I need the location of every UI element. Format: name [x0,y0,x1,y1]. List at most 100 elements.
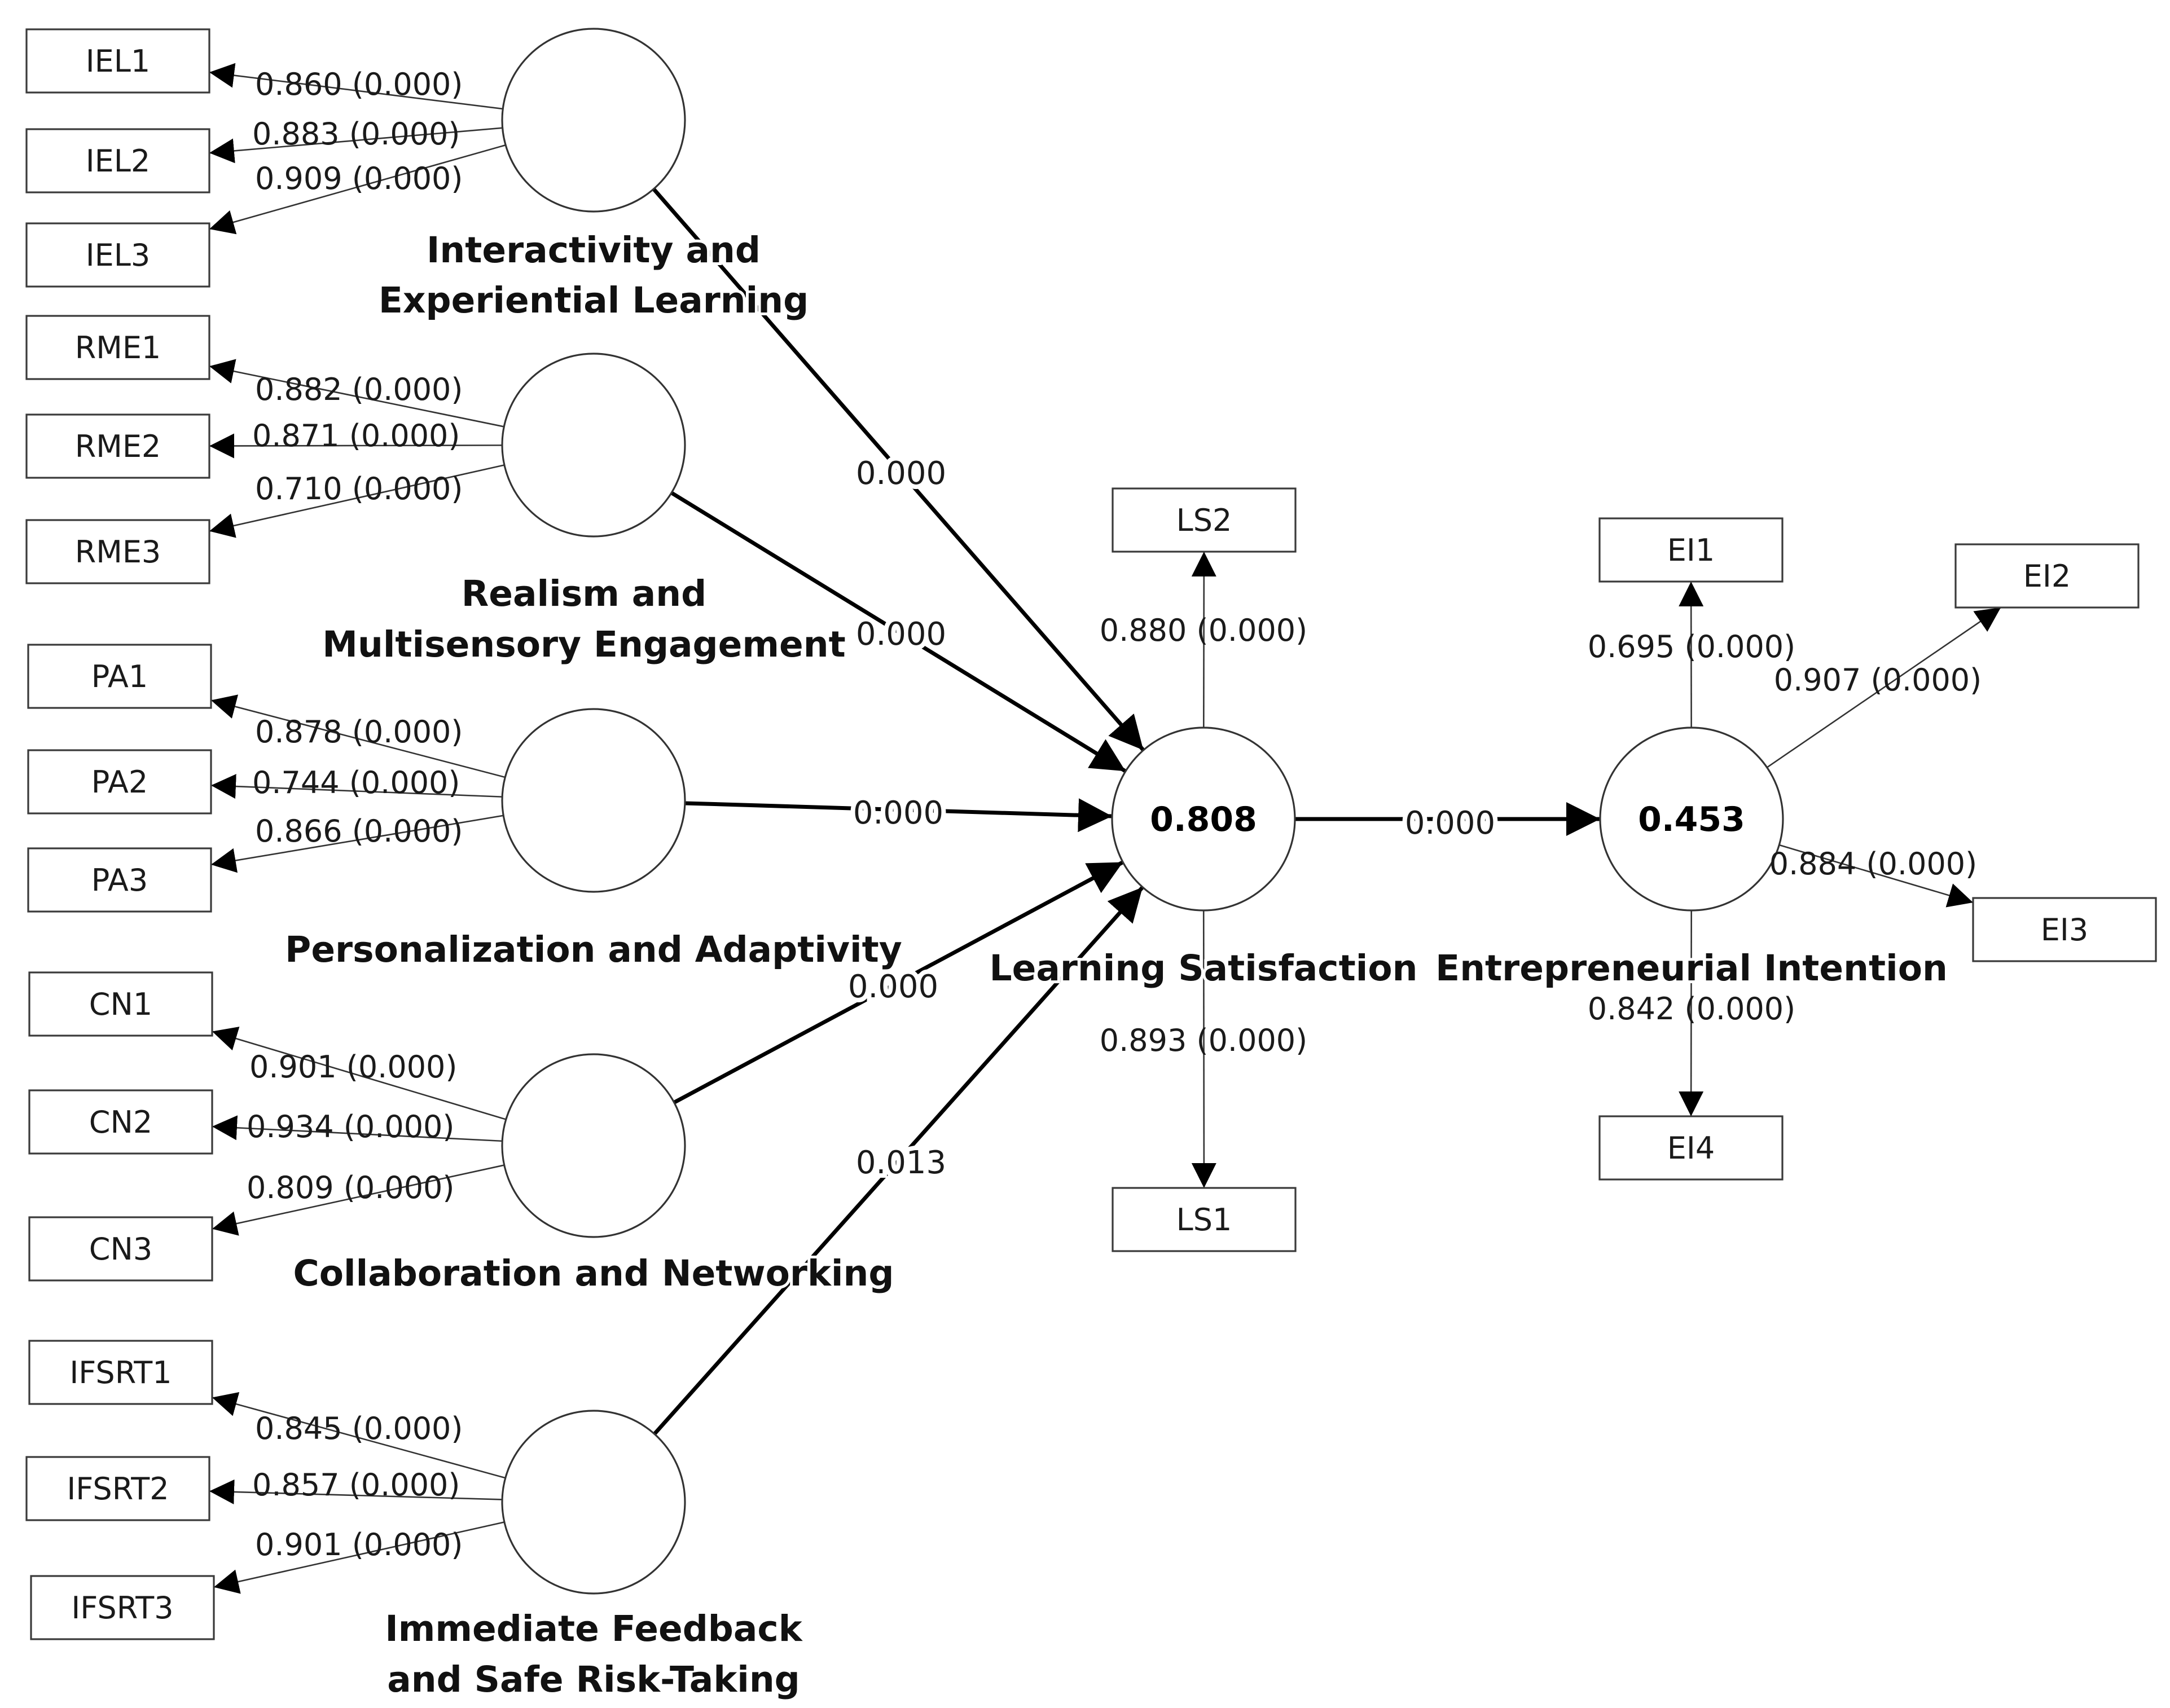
loading-arrow-pa1 [210,694,506,778]
indicator-label-iel3: IEL3 [86,237,151,273]
indicator-box-ei4[interactable] [1598,1115,1784,1181]
loading-value-ei4: 0.842 (0.000) [1588,991,1795,1027]
indicator-label-ifsrt1: IFSRT1 [69,1355,172,1390]
construct-circle-pa[interactable] [501,708,686,893]
construct-circle-iel[interactable] [501,28,686,213]
indicator-box-iel1[interactable] [25,28,210,94]
loading-value-cn2: 0.934 (0.000) [247,1109,454,1144]
construct-name-pa-line-1: Personalization and Adaptivity [285,929,902,970]
indicator-label-ls1: LS1 [1176,1202,1232,1238]
indicator-box-pa1[interactable] [27,644,212,709]
construct-circle-cn[interactable] [501,1053,686,1238]
construct-name-iel-line-1: Interactivity and [427,230,761,271]
r-squared-ei: 0.453 [1638,800,1745,839]
indicator-box-cn1[interactable] [28,971,213,1037]
loading-value-iel3: 0.909 (0.000) [255,161,463,196]
indicator-box-pa2[interactable] [27,749,212,815]
path-arrow-rme-to-ls [670,491,1127,773]
indicator-box-rme1[interactable] [25,315,210,380]
loading-arrow-ls1 [1191,910,1216,1188]
construct-name-ls-line-1: Learning Satisfaction [990,948,1418,989]
loading-arrow-rme3 [209,464,505,538]
loading-arrow-cn1 [212,1027,507,1120]
r-squared-ls: 0.808 [1150,800,1257,839]
path-coefficient-ifsrt-to-ls: 0.013 [856,1144,946,1181]
indicator-box-pa3[interactable] [27,847,212,913]
construct-circle-rme[interactable] [501,353,686,538]
indicator-label-pa2: PA2 [91,764,148,800]
loading-value-cn1: 0.901 (0.000) [249,1049,457,1085]
loading-value-pa3: 0.866 (0.000) [255,813,463,849]
text-layer: IEL1 0.860 (0.000) IEL2 0.883 (0.000) IEL3 0.… [67,43,2088,1703]
loading-arrow-iel3 [209,144,506,235]
indicator-label-pa3: PA3 [91,862,148,898]
indicator-label-rme1: RME1 [75,330,161,366]
path-coefficient-iel-to-ls: 0.000 [856,455,946,492]
indicator-box-ifsrt3[interactable] [30,1575,215,1640]
path-coefficient-cn-to-ls: 0.000 [848,969,938,1005]
indicator-box-ls2[interactable] [1112,487,1297,553]
loading-arrow-pa2 [210,774,503,799]
loading-arrow-ifsrt3 [213,1521,505,1594]
loading-arrow-rme2 [209,433,503,459]
path-coefficient-ls-to-ei: 0.000 [1405,805,1495,842]
loading-value-ei1: 0.695 (0.000) [1588,629,1795,664]
construct-name-ifsrt-line-2: and Safe Risk-Taking [387,1659,800,1700]
indicator-label-ei1: EI1 [1667,532,1715,568]
loading-value-pa2: 0.744 (0.000) [252,765,460,800]
loading-value-ifsrt3: 0.901 (0.000) [255,1527,463,1562]
indicator-box-ei3[interactable] [1972,897,2157,962]
loading-value-ei2: 0.907 (0.000) [1774,662,1982,698]
loading-arrow-ei4 [1679,910,1704,1117]
indicator-box-ls1[interactable] [1112,1187,1297,1252]
indicator-box-ifsrt2[interactable] [25,1456,210,1521]
loading-arrow-rme1 [209,359,504,428]
loading-arrow-pa3 [210,815,504,873]
loading-value-iel1: 0.860 (0.000) [255,67,463,102]
construct-circle-ei[interactable] [1599,727,1784,912]
indicator-box-ifsrt1[interactable] [28,1340,213,1405]
loading-arrow-iel2 [209,127,503,164]
loading-value-rme1: 0.882 (0.000) [255,372,463,407]
path-arrow-cn-to-ls [673,860,1124,1104]
indicator-box-rme3[interactable] [25,519,210,584]
indicator-box-rme2[interactable] [25,413,210,479]
indicator-label-ifsrt3: IFSRT3 [71,1590,173,1626]
loading-arrow-cn2 [212,1115,503,1142]
loading-value-rme2: 0.871 (0.000) [252,418,460,454]
loading-arrow-iel1 [209,63,503,110]
shapes-layer [25,28,2157,1640]
indicator-box-cn3[interactable] [28,1216,213,1282]
construct-circle-ifsrt[interactable] [501,1410,686,1595]
loading-value-iel2: 0.883 (0.000) [252,116,460,152]
loading-arrow-ls2 [1191,551,1216,728]
loading-arrow-cn3 [212,1164,505,1236]
indicator-label-iel1: IEL1 [86,43,151,79]
lines-layer [209,63,2001,1594]
construct-circle-ls[interactable] [1111,727,1296,912]
indicator-label-cn1: CN1 [89,987,152,1022]
construct-name-rme-line-2: Multisensory Engagement [322,624,845,665]
indicator-label-iel2: IEL2 [86,143,151,179]
path-coefficient-pa-to-ls: 0.000 [853,795,943,831]
construct-name-ei-line-1: Entrepreneurial Intention [1435,948,1948,989]
indicator-box-ei2[interactable] [1954,543,2140,609]
indicator-box-iel3[interactable] [25,222,210,288]
loading-value-ifsrt2: 0.857 (0.000) [252,1467,460,1503]
loading-arrow-ei1 [1679,581,1704,728]
construct-name-ifsrt-line-1: Immediate Feedback [385,1608,803,1649]
indicator-label-ls2: LS2 [1176,503,1232,538]
loading-value-ls1: 0.893 (0.000) [1100,1023,1307,1058]
path-arrow-ifsrt-to-ls [653,886,1144,1436]
indicator-box-iel2[interactable] [25,128,210,193]
indicator-box-cn2[interactable] [28,1089,213,1155]
construct-name-cn-line-1: Collaboration and Networking [293,1253,894,1294]
loading-arrow-ifsrt2 [209,1479,503,1504]
construct-name-rme-line-1: Realism and [462,573,706,614]
loading-arrow-ei3 [1778,844,1974,908]
indicator-label-cn2: CN2 [89,1104,152,1140]
loading-value-ls2: 0.880 (0.000) [1100,613,1307,648]
loading-value-ifsrt1: 0.845 (0.000) [255,1411,463,1446]
indicator-box-ei1[interactable] [1598,517,1784,583]
